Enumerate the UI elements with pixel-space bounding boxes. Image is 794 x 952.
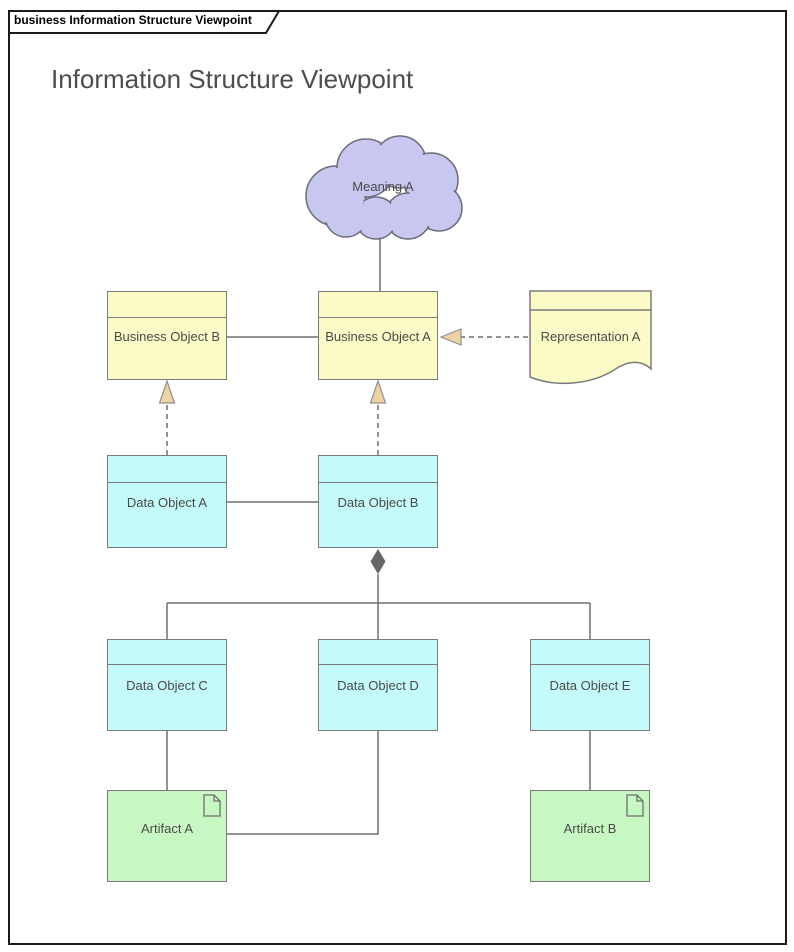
- node-label: Data Object C: [126, 678, 208, 693]
- node-label: Artifact B: [563, 821, 617, 836]
- node-label: Data Object B: [337, 495, 419, 510]
- header-divider: [319, 456, 437, 483]
- header-divider: [108, 292, 226, 318]
- header-divider: [319, 292, 437, 318]
- node-label: Data Object D: [337, 678, 419, 693]
- node-data-object-b[interactable]: Data Object B: [318, 455, 438, 548]
- realization-arrowhead: [439, 328, 462, 346]
- realization-data-object-b-to-business-object-a: [369, 379, 387, 455]
- realization-arrowhead: [369, 379, 387, 404]
- node-label: Meaning A: [352, 179, 414, 194]
- node-label: Artifact A: [140, 821, 194, 836]
- node-label: Data Object A: [126, 495, 208, 510]
- node-label: Business Object A: [325, 329, 431, 344]
- diagram-title: Information Structure Viewpoint: [51, 64, 414, 94]
- representation-shape: [529, 290, 652, 385]
- cloud-shape: [305, 135, 463, 240]
- header-divider: [108, 456, 226, 483]
- node-label: Data Object E: [549, 678, 631, 693]
- node-artifact-b[interactable]: Artifact B: [530, 790, 650, 882]
- composition-diamond: [370, 549, 386, 574]
- node-business-object-a[interactable]: Business Object A: [318, 291, 438, 380]
- node-artifact-a[interactable]: Artifact A: [107, 790, 227, 882]
- node-label: Representation A: [540, 329, 641, 344]
- node-data-object-c[interactable]: Data Object C: [107, 639, 227, 731]
- header-divider: [319, 640, 437, 665]
- node-label: Business Object B: [113, 329, 221, 344]
- document-icon: [203, 794, 221, 817]
- realization-arrowhead: [158, 379, 176, 404]
- node-data-object-a[interactable]: Data Object A: [107, 455, 227, 548]
- node-business-object-b[interactable]: Business Object B: [107, 291, 227, 380]
- node-data-object-d[interactable]: Data Object D: [318, 639, 438, 731]
- node-meaning-a[interactable]: Meaning A: [298, 130, 468, 242]
- composition-data-object-b-to-children: [166, 549, 591, 639]
- header-divider: [108, 640, 226, 665]
- diagram-frame: [8, 10, 787, 945]
- document-icon: [626, 794, 644, 817]
- realization-data-object-a-to-business-object-b: [158, 379, 176, 455]
- realization-representation-a-to-business-object-a: [439, 328, 528, 346]
- node-data-object-e[interactable]: Data Object E: [530, 639, 650, 731]
- header-divider: [531, 640, 649, 665]
- association-data-object-d-to-artifact-a: [227, 731, 379, 835]
- node-representation-a[interactable]: Representation A: [529, 290, 652, 386]
- frame-tab-label: business Information Structure Viewpoint: [14, 13, 252, 27]
